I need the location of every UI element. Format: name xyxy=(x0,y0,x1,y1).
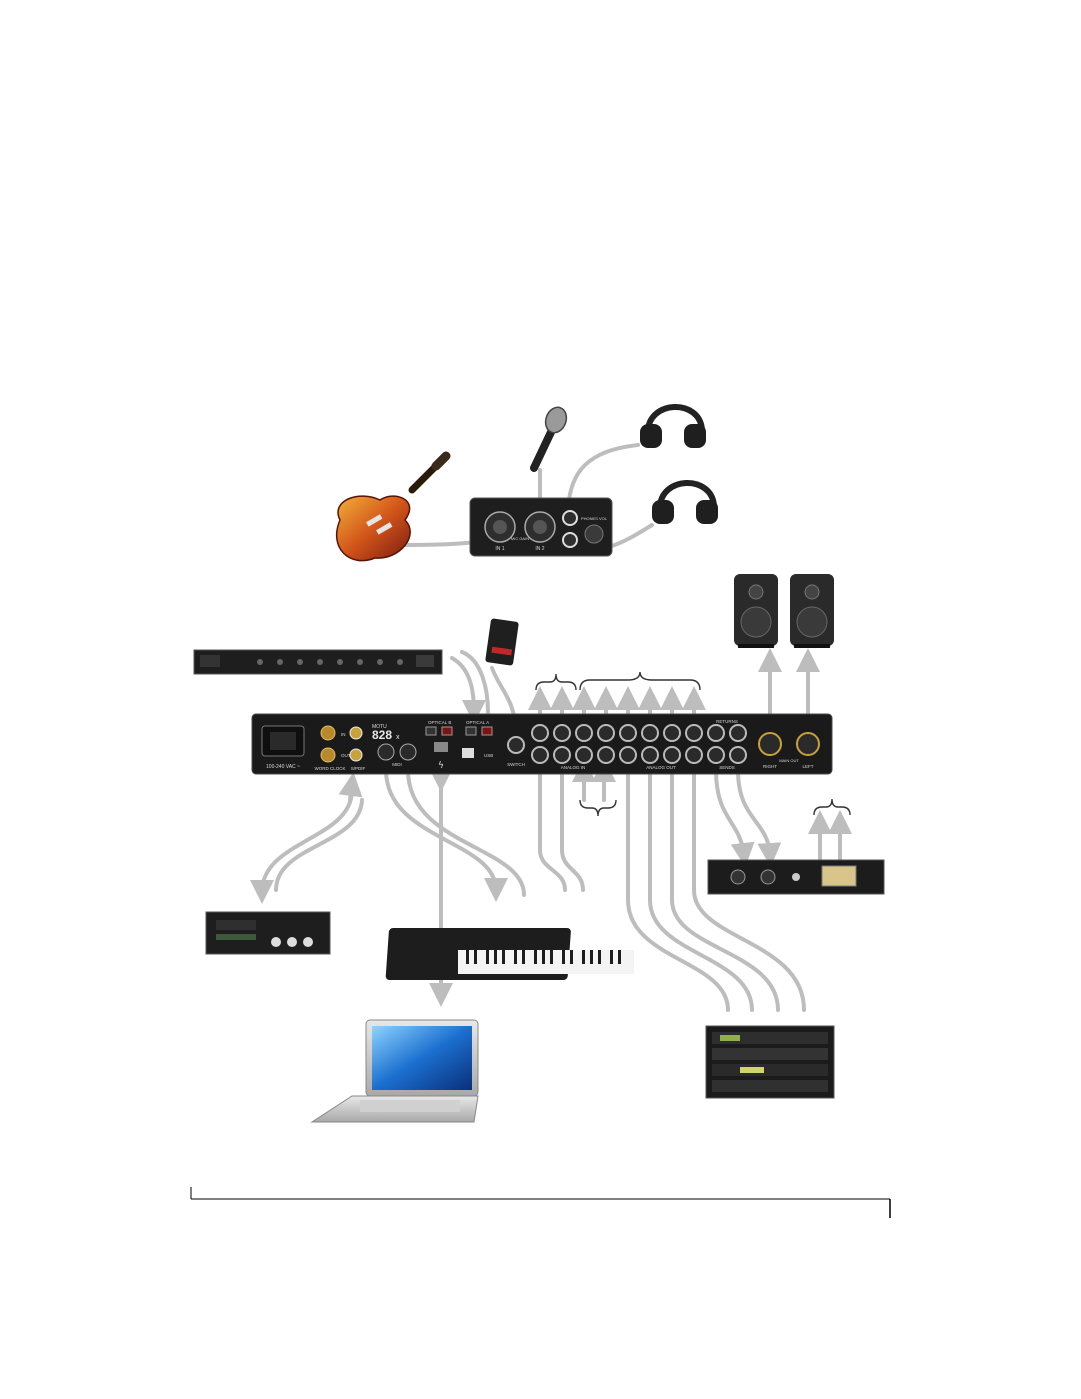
label-model-suffix: x xyxy=(396,734,400,741)
label-model: 828 xyxy=(372,728,392,742)
synth-rack-icon xyxy=(705,1025,835,1099)
electric-guitar-icon xyxy=(335,451,451,562)
label-main-out: MAIN OUT xyxy=(779,758,799,763)
label-sends: SENDS xyxy=(719,765,735,770)
audio-interface-rear-panel: 100-240 VAC ~ IN OUT WORD CLOCK S/PDIF M… xyxy=(251,713,833,775)
laptop-icon xyxy=(310,1019,479,1123)
thunderbolt-icon: ϟ xyxy=(438,761,444,771)
label-voltage: 100-240 VAC ~ xyxy=(266,764,300,770)
label-analog-in: ANALOG IN xyxy=(561,765,586,770)
label-word-clock: WORD CLOCK xyxy=(314,766,345,771)
braces xyxy=(535,671,851,817)
microphone-icon xyxy=(530,406,568,472)
label-brand: MOTU xyxy=(372,724,387,730)
rack-mixer-icon xyxy=(193,649,443,675)
label-midi: MIDI xyxy=(392,762,402,767)
label-right: RIGHT xyxy=(763,764,777,769)
page-frame xyxy=(190,1187,891,1218)
label-switch: SWITCH xyxy=(507,762,525,767)
headphones-icon xyxy=(640,404,706,448)
label-analog-out: ANALOG OUT xyxy=(646,765,676,770)
front-label-mic-gain: MIC GAIN xyxy=(511,536,529,541)
speaker-icon xyxy=(790,574,834,648)
headphones-icon xyxy=(652,480,718,524)
label-wc-out: OUT xyxy=(341,753,351,758)
front-panel: IN 1 MIC GAIN IN 2 PHONES VOL xyxy=(469,497,613,557)
label-returns: RETURNS xyxy=(716,719,738,724)
front-label-phones-vol: PHONES VOL xyxy=(581,516,608,521)
label-spdif: S/PDIF xyxy=(351,766,366,771)
label-optical-a: OPTICAL A xyxy=(466,720,489,725)
label-left: LEFT xyxy=(802,764,813,769)
foot-switch-icon xyxy=(485,618,519,666)
compressor-icon xyxy=(707,859,885,895)
rack-recorder-icon xyxy=(205,911,331,955)
midi-keyboard-icon xyxy=(385,928,634,980)
label-usb: USB xyxy=(484,753,493,758)
label-wc-in: IN xyxy=(341,732,346,737)
label-optical-b: OPTICAL B xyxy=(428,720,451,725)
front-label-in2: IN 2 xyxy=(535,546,544,552)
front-label-in1: IN 1 xyxy=(495,546,504,552)
speaker-icon xyxy=(734,574,778,648)
